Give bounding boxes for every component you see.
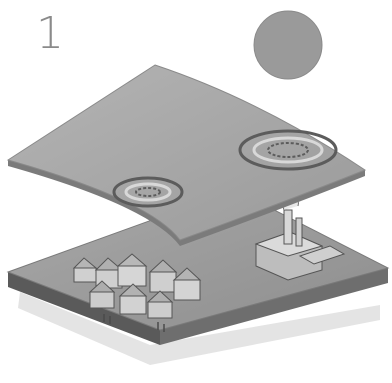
chimney <box>284 210 292 244</box>
chimney <box>296 218 302 246</box>
layer-sheet <box>8 65 365 240</box>
sun-icon <box>254 11 322 79</box>
